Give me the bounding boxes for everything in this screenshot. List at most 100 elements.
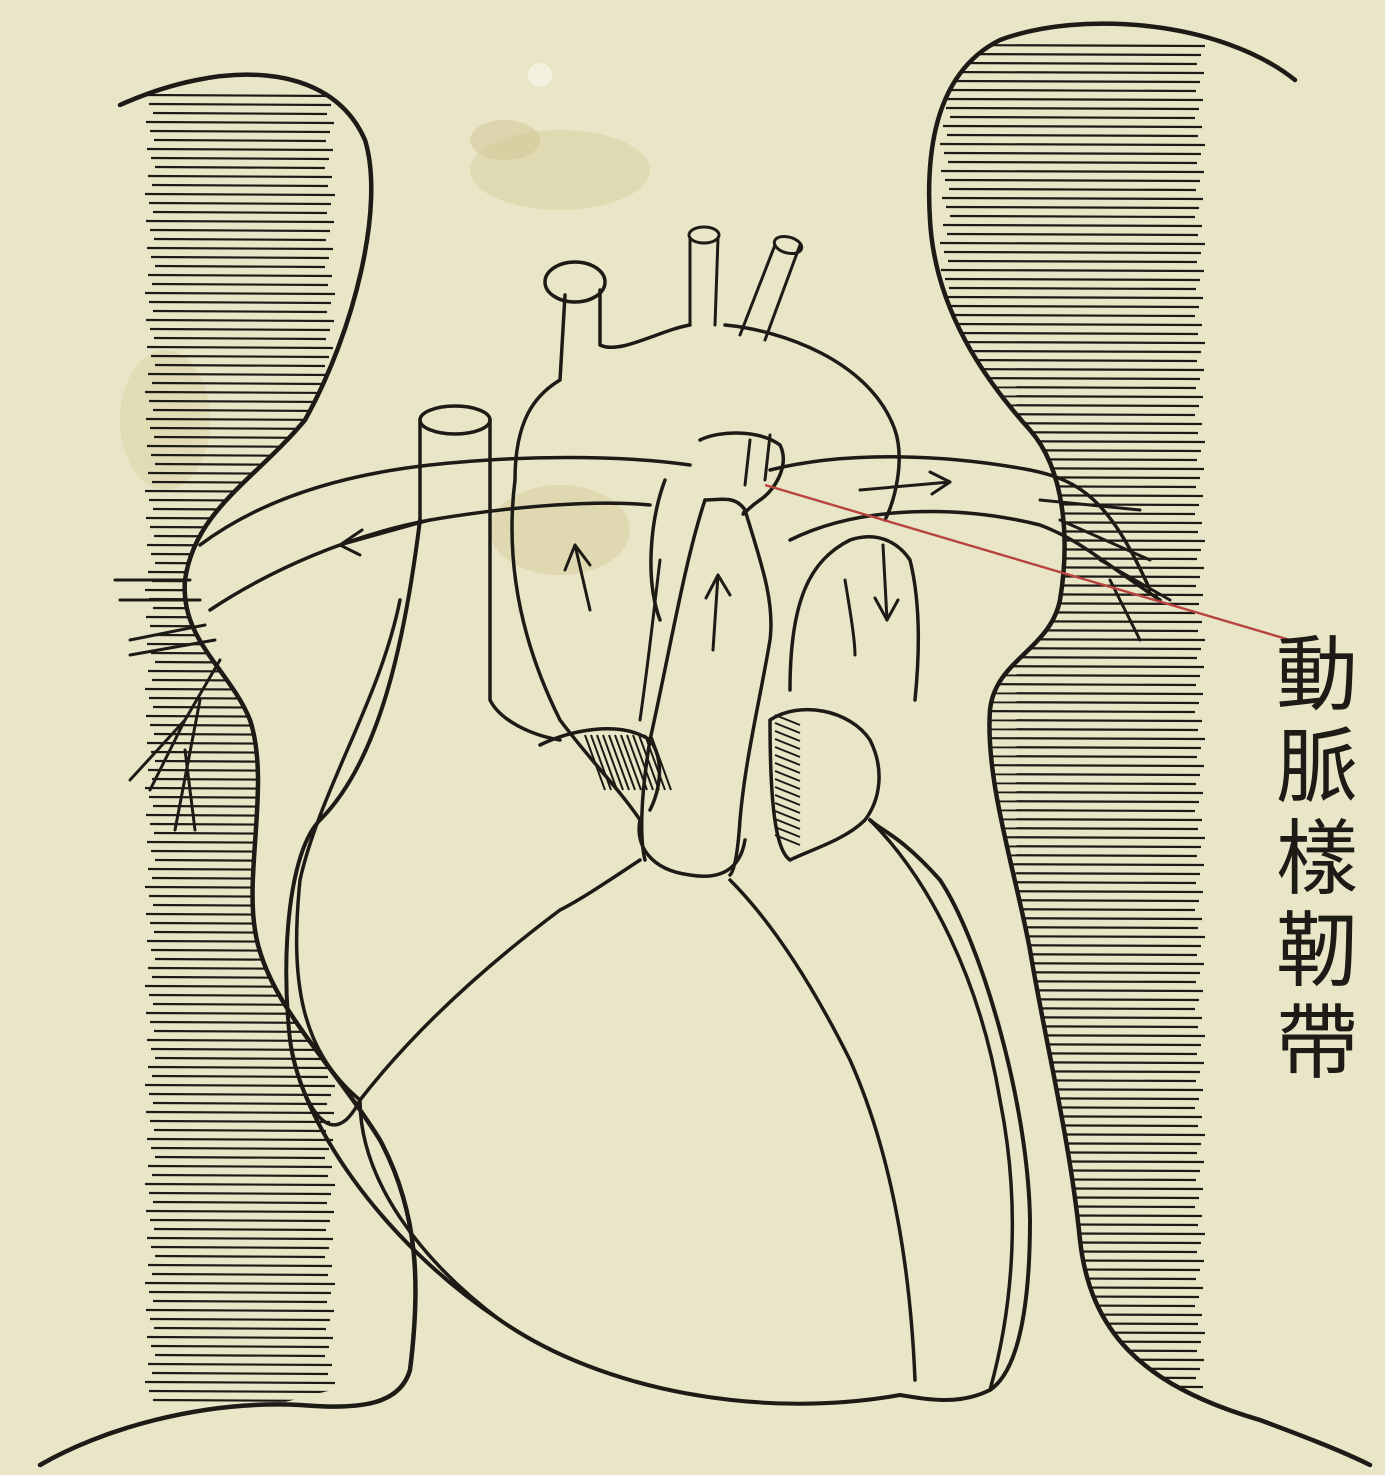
hatch-line — [149, 401, 331, 402]
hatch-line — [150, 1319, 330, 1320]
hatch-line — [145, 293, 335, 294]
hatch-line — [150, 329, 330, 330]
hatch-line — [948, 756, 1197, 757]
hatch-line — [155, 365, 325, 366]
ductus-arteriosus — [745, 435, 770, 485]
hatch-line — [153, 1301, 327, 1302]
leader-line — [765, 485, 1290, 640]
hatch-line — [946, 1395, 1199, 1396]
hatch-line — [149, 203, 331, 204]
hatch-line — [154, 536, 326, 537]
hatch-line — [950, 1404, 1195, 1405]
hatch-line — [152, 383, 328, 384]
hatch-line — [942, 99, 1203, 100]
hatch-line — [155, 266, 325, 267]
hatch-line — [145, 986, 335, 987]
hatch-line — [948, 261, 1197, 262]
hatch-line — [150, 428, 330, 429]
hatch-line — [947, 828, 1198, 829]
hatch-line — [147, 941, 333, 942]
hatch-line — [148, 1364, 332, 1365]
hatch-line — [943, 1215, 1202, 1216]
hatch-line — [148, 572, 332, 573]
hatch-line — [946, 405, 1199, 406]
hatch-line — [944, 153, 1201, 154]
hatch-line — [944, 648, 1201, 649]
hatch-line — [154, 1328, 326, 1329]
hatch-line — [948, 1152, 1197, 1153]
hatch-line — [152, 1373, 328, 1374]
hatch-line — [944, 252, 1201, 253]
hatch-line — [145, 1382, 335, 1383]
hatch-line — [950, 1206, 1195, 1207]
hatch-line — [950, 414, 1195, 415]
hatch-line — [155, 1157, 325, 1158]
hatch-line — [153, 311, 327, 312]
ascending-aorta — [515, 290, 899, 520]
hatch-line — [945, 180, 1200, 181]
hatch-line — [154, 338, 326, 339]
hatch-line — [944, 351, 1201, 352]
hatch-line — [145, 788, 335, 789]
hatch-line — [147, 248, 333, 249]
label-char-2: 脈 — [1276, 722, 1358, 814]
hatch-line — [149, 896, 331, 897]
hatch-line — [151, 158, 329, 159]
hatch-line — [946, 306, 1199, 307]
hatch-line — [949, 783, 1196, 784]
hatch-line — [146, 815, 334, 816]
hatch-line — [149, 104, 331, 105]
hatch-line — [153, 1004, 327, 1005]
hatch-line — [147, 1139, 333, 1140]
hatch-line — [947, 630, 1198, 631]
hatch-line — [944, 54, 1201, 55]
hatch-line — [150, 131, 330, 132]
hatch-line — [946, 999, 1199, 1000]
ventricle-base — [639, 820, 745, 876]
hatch-line — [940, 936, 1205, 937]
right-lung-hatching — [940, 45, 1205, 1441]
hatch-line — [151, 1049, 329, 1050]
hatch-line — [944, 945, 1201, 946]
hatch-line — [153, 212, 327, 213]
hatch-line — [152, 1274, 328, 1275]
hatch-line — [153, 905, 327, 906]
hatch-line — [940, 1332, 1205, 1333]
hatch-line — [149, 302, 331, 303]
hatch-line — [941, 864, 1204, 865]
hatch-line — [944, 1242, 1201, 1243]
descending-aorta — [790, 537, 918, 700]
hatch-line — [941, 1359, 1204, 1360]
hatch-line — [942, 1386, 1203, 1387]
hatch-line — [941, 666, 1204, 667]
hatch-line — [150, 1220, 330, 1221]
hatch-line — [146, 617, 334, 618]
hatch-line — [949, 189, 1196, 190]
hatch-line — [946, 108, 1199, 109]
hatch-line — [943, 621, 1202, 622]
hatch-line — [949, 288, 1196, 289]
hatch-line — [949, 684, 1196, 685]
hatch-line — [943, 423, 1202, 424]
right-pulmonary-branches — [1040, 500, 1170, 640]
hatch-line — [155, 464, 325, 465]
hatch-line — [948, 954, 1197, 955]
hatch-line — [949, 585, 1196, 586]
right-atrium-border — [297, 600, 400, 1100]
hatch-line — [947, 1422, 1198, 1423]
hatch-line — [155, 1256, 325, 1257]
hatch-line — [149, 500, 331, 501]
hatch-line — [146, 914, 334, 915]
hatch-line — [940, 342, 1205, 343]
hatch-line — [940, 1431, 1205, 1432]
hatch-line — [941, 72, 1204, 73]
hatch-line — [942, 495, 1203, 496]
hatch-line — [153, 1400, 327, 1401]
hatch-line — [940, 243, 1205, 244]
hatch-line — [945, 873, 1200, 874]
hatch-line — [148, 275, 332, 276]
hatch-line — [943, 126, 1202, 127]
hatch-line — [944, 846, 1201, 847]
hatch-line — [944, 1440, 1201, 1441]
